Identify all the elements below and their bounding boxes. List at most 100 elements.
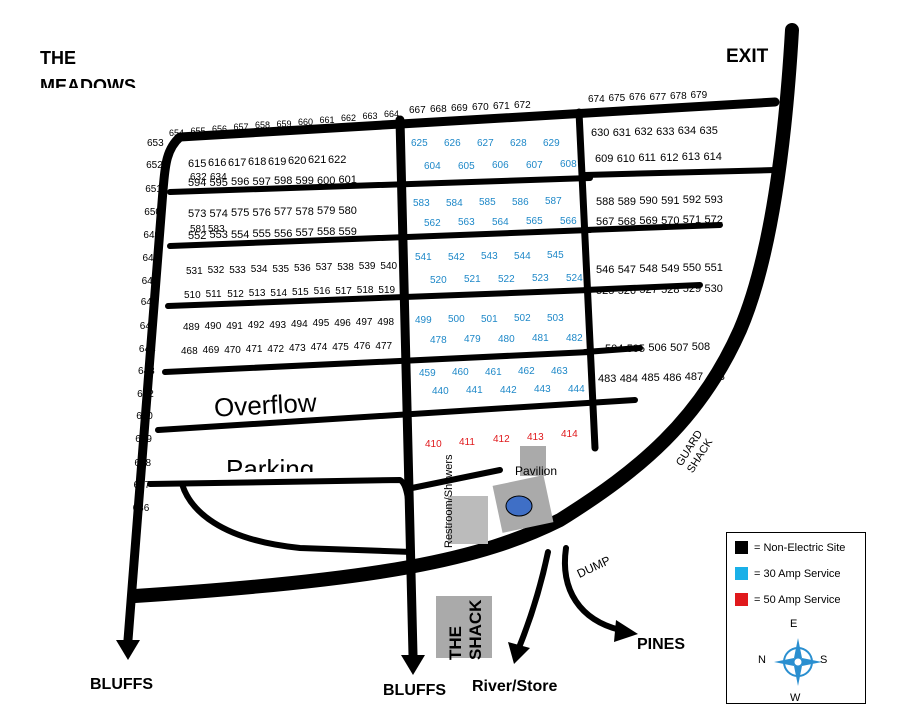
site-number: 504 xyxy=(605,343,624,355)
shack-building xyxy=(436,596,492,658)
site-number: 650 xyxy=(144,207,161,218)
label-the-shack: THE SHACK xyxy=(446,599,485,660)
site-number: 587 xyxy=(545,196,562,208)
site-number: 678 xyxy=(670,90,687,102)
site-number: 663 xyxy=(362,110,378,121)
row-road-2 xyxy=(167,227,593,249)
compass-icon xyxy=(774,638,822,686)
site-number: 487 xyxy=(684,371,704,384)
site-number: 541 xyxy=(415,252,432,263)
site-number: 554 xyxy=(231,228,250,241)
legend-non-electric: = Non-Electric Site xyxy=(735,541,845,554)
site-number: 555 xyxy=(252,228,271,241)
site-number: 516 xyxy=(313,286,331,298)
site-number: 677 xyxy=(649,91,667,103)
site-number: 634 xyxy=(677,125,697,138)
east-road xyxy=(575,108,599,452)
site-number: 493 xyxy=(269,319,287,331)
site-number: 478 xyxy=(430,335,447,346)
site-number: 679 xyxy=(690,90,708,101)
site-number: 671 xyxy=(493,101,510,112)
site-number: 632 xyxy=(634,126,653,139)
east-row-4 xyxy=(582,345,643,355)
legend-label: = 50 Amp Service xyxy=(754,593,841,606)
compass-n: N xyxy=(758,654,766,666)
site-number: 483 xyxy=(598,373,617,385)
site-number: 526 xyxy=(617,284,637,297)
top-road xyxy=(175,97,780,142)
site-number: 529 xyxy=(682,283,702,296)
site-number: 642 xyxy=(137,389,154,400)
site-number: 645 xyxy=(139,321,157,332)
pavilion-roof xyxy=(520,446,546,476)
site-number: 660 xyxy=(298,116,314,127)
label-pavilion: Pavilion xyxy=(515,464,558,478)
site-number: 518 xyxy=(356,285,374,297)
site-number: 601 xyxy=(338,174,357,187)
site-number: 556 xyxy=(274,227,293,240)
label-parking: Parking xyxy=(226,454,315,472)
legend-swatch-red xyxy=(735,593,748,606)
site-number: 616 xyxy=(208,157,227,170)
site-number: 649 xyxy=(143,230,161,241)
site-number: 514 xyxy=(270,287,288,299)
site-number: 474 xyxy=(310,342,328,354)
site-number: 469 xyxy=(202,345,220,357)
site-number: 597 xyxy=(252,175,271,188)
arrow-bluffs-left xyxy=(116,640,140,660)
label-river-store: River/Store xyxy=(472,678,558,695)
site-number: 513 xyxy=(248,288,266,300)
site-number: 534 xyxy=(250,264,268,276)
site-number: 462 xyxy=(518,366,535,378)
site-number: 639 xyxy=(135,434,152,445)
east-row-2 xyxy=(582,222,723,233)
site-number: 583 xyxy=(208,224,225,235)
exit-road xyxy=(128,23,799,603)
site-number: 656 xyxy=(212,124,228,135)
site-number: 502 xyxy=(514,313,531,325)
site-number: 410 xyxy=(425,439,442,450)
site-number: 655 xyxy=(190,126,206,137)
site-number: 441 xyxy=(466,385,483,397)
site-number: 488 xyxy=(706,371,725,383)
site-number: 522 xyxy=(498,273,515,285)
site-number: 496 xyxy=(334,317,351,329)
site-number: 440 xyxy=(432,386,449,397)
label-bluffs-mid: BLUFFS xyxy=(383,682,447,699)
mid-road xyxy=(395,115,418,660)
site-number: 470 xyxy=(224,344,241,356)
legend-30-amp: = 30 Amp Service xyxy=(735,567,841,580)
site-number: 552 xyxy=(188,230,207,242)
site-number: 528 xyxy=(661,283,680,296)
site-number: 508 xyxy=(691,341,711,354)
site-number: 570 xyxy=(661,214,680,227)
site-number: 545 xyxy=(547,250,564,262)
site-number: 592 xyxy=(682,194,702,207)
site-number: 459 xyxy=(419,368,436,379)
site-number: 519 xyxy=(378,284,396,296)
site-number: 637 xyxy=(133,480,151,491)
river-road xyxy=(517,549,551,648)
site-number: 477 xyxy=(375,340,393,352)
site-number: 657 xyxy=(233,122,249,133)
site-number: 468 xyxy=(181,346,198,357)
legend-swatch-black xyxy=(735,541,748,554)
site-number: 607 xyxy=(526,159,543,171)
pavilion-road xyxy=(409,467,503,491)
site-number: 594 xyxy=(188,177,207,189)
site-number: 537 xyxy=(315,262,333,274)
loop-road xyxy=(179,481,415,555)
site-number: 596 xyxy=(231,176,250,189)
site-number: 517 xyxy=(335,285,352,297)
site-number: 619 xyxy=(268,155,287,168)
site-number: 566 xyxy=(560,215,577,227)
site-number: 593 xyxy=(704,194,723,206)
site-number: 460 xyxy=(452,367,469,379)
site-number: 512 xyxy=(227,288,244,300)
site-number: 670 xyxy=(472,102,489,113)
site-number: 533 xyxy=(229,264,246,276)
site-number: 565 xyxy=(526,216,543,228)
site-number: 547 xyxy=(617,263,637,276)
pines-road xyxy=(562,545,623,633)
site-number: 475 xyxy=(332,341,349,353)
